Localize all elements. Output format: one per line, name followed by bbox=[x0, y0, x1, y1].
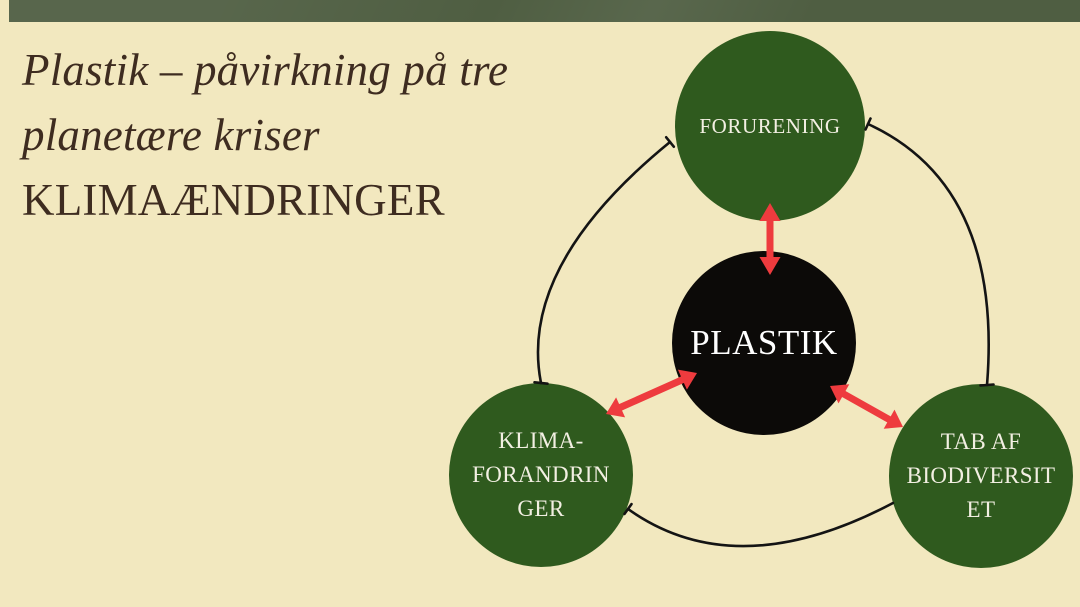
node-klimaforandringer-line-2: FORANDRIN bbox=[472, 462, 610, 487]
top-accent-bar bbox=[9, 0, 1080, 22]
node-plastik-label: PLASTIK bbox=[690, 323, 838, 362]
title-line-1: Plastik – påvirkning på tre bbox=[22, 45, 509, 95]
slide-title: Plastik – påvirkning på tre planetære kr… bbox=[22, 38, 508, 233]
node-tab-af-biodiversitet-line-2: BIODIVERSIT bbox=[906, 463, 1056, 488]
node-plastik: PLASTIK bbox=[672, 251, 856, 435]
title-line-2: planetære kriser bbox=[22, 110, 320, 160]
node-tab-af-biodiversitet-line-3: ET bbox=[966, 497, 996, 522]
node-tab-af-biodiversitet: TAB AF BIODIVERSIT ET bbox=[889, 384, 1073, 568]
node-klimaforandringer-line-1: KLIMA- bbox=[498, 428, 584, 453]
node-tab-af-biodiversitet-line-1: TAB AF bbox=[940, 429, 1022, 454]
arc-forurening-biodiversitet bbox=[864, 117, 995, 387]
node-forurening-label: FORURENING bbox=[699, 113, 841, 138]
node-forurening: FORURENING bbox=[675, 31, 865, 221]
node-klimaforandringer: KLIMA- FORANDRIN GER bbox=[449, 383, 633, 567]
arc-forurening-klimaforandringer bbox=[533, 136, 676, 386]
node-klimaforandringer-line-3: GER bbox=[517, 496, 565, 521]
title-line-3: KLIMAÆNDRINGER bbox=[22, 175, 445, 225]
arc-klimaforandringer-biodiversitet bbox=[623, 501, 895, 548]
